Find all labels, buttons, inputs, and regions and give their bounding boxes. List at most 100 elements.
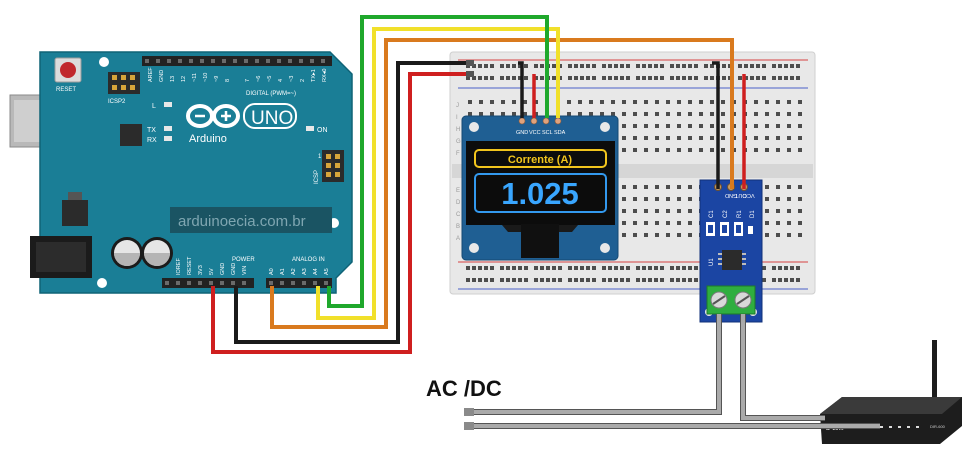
arduino-brand: Arduino bbox=[189, 133, 227, 145]
current-sensor-module: VCC OUT GND C1 C2 R1 D1 U1 bbox=[699, 179, 763, 323]
oled-display-module: GND VCC SCL SDA Corrente (A) 1.025 bbox=[461, 115, 619, 261]
wire-a4-yellow bbox=[316, 27, 560, 320]
pin-label: A4 bbox=[313, 268, 319, 275]
pin-label: RX◂0 bbox=[322, 69, 328, 82]
wires bbox=[211, 15, 880, 430]
pin-label: GND bbox=[231, 263, 237, 275]
sensor-pin-label: VCC bbox=[743, 192, 755, 198]
icsp-header bbox=[322, 150, 344, 182]
uno-badge bbox=[243, 103, 297, 129]
load-wire bbox=[740, 314, 825, 421]
pin-label: 3V3 bbox=[198, 265, 204, 275]
voltage-regulator bbox=[62, 200, 88, 226]
pin-label: 2 bbox=[300, 79, 306, 82]
wire-oled-gnd bbox=[518, 61, 524, 118]
row-letter: H bbox=[456, 127, 460, 133]
analog-label: ANALOG IN bbox=[292, 257, 325, 263]
power-pin-labels: IOREF RESET 3V3 5V GND GND VIN bbox=[176, 256, 248, 275]
smd-components bbox=[706, 222, 753, 236]
wire-gnd-black bbox=[234, 61, 470, 344]
digital-label: DIGITAL (PWM=~) bbox=[246, 91, 296, 97]
pin-label: ~9 bbox=[214, 76, 220, 82]
pin-label: A0 bbox=[269, 268, 275, 275]
pin-label: ~5 bbox=[267, 76, 273, 82]
oled-pin-label: GND bbox=[516, 130, 528, 136]
oled-value: 1.025 bbox=[501, 176, 579, 211]
row-letter: J bbox=[456, 103, 459, 109]
pin-label: 4 bbox=[278, 79, 284, 82]
arduino-uno-board: RESET ICSP2 AREF GND 13 12 ~11 ~10 ~9 8 … bbox=[9, 51, 353, 294]
oled-pin-label: VCC bbox=[529, 130, 541, 136]
atmega-chip bbox=[170, 207, 332, 233]
d1-label: D1 bbox=[750, 210, 756, 218]
r1-label: R1 bbox=[737, 210, 743, 218]
usb-chip bbox=[120, 124, 142, 146]
oled-pin-label: SCL bbox=[542, 130, 553, 136]
wire-a0-orange bbox=[270, 38, 734, 329]
pin-label: TX▸1 bbox=[311, 69, 317, 82]
reset-label: RESET bbox=[56, 87, 76, 93]
u1-label: U1 bbox=[709, 258, 715, 266]
oled-value-box bbox=[474, 173, 607, 213]
router-model: DIR-600 bbox=[930, 424, 946, 429]
pin-label: ~3 bbox=[289, 76, 295, 82]
c1-label: C1 bbox=[709, 210, 715, 218]
icsp-label: ICSP bbox=[314, 170, 320, 184]
router-load: D-Link DIR-600 bbox=[820, 340, 962, 444]
pin-label: A5 bbox=[324, 268, 330, 275]
icsp-pin1-label: 1 bbox=[318, 154, 322, 160]
pin-label: 13 bbox=[170, 76, 176, 82]
tx-led-label: TX bbox=[147, 127, 156, 134]
pin-label: 8 bbox=[225, 79, 231, 82]
pin-label: 5V bbox=[209, 268, 215, 275]
gnd-top-label: GND bbox=[159, 70, 165, 82]
breadboard-row-letters: J I H G F E D C B A bbox=[456, 103, 461, 242]
pin-label: A2 bbox=[291, 268, 297, 275]
row-letter: I bbox=[456, 115, 458, 121]
sensor-pin-label: OUT bbox=[734, 192, 746, 198]
row-letter: F bbox=[456, 151, 460, 157]
pin-label: ~11 bbox=[192, 73, 198, 82]
row-letter: E bbox=[456, 188, 460, 194]
wire-a5-green bbox=[327, 15, 549, 308]
pin-label: A3 bbox=[302, 268, 308, 275]
pin-label: 7 bbox=[245, 79, 251, 82]
oled-ribbon bbox=[521, 224, 559, 258]
acs712-chip bbox=[722, 250, 742, 270]
wire-sensor-gnd bbox=[712, 61, 720, 189]
on-led-label: ON bbox=[317, 127, 328, 134]
oled-title-box bbox=[474, 149, 607, 168]
uno-label: UNO bbox=[251, 108, 293, 129]
row-letter: B bbox=[456, 224, 460, 230]
pin-label: ~6 bbox=[256, 76, 262, 82]
icsp2-label: ICSP2 bbox=[108, 99, 126, 105]
analog-header bbox=[266, 278, 332, 288]
power-label: POWER bbox=[232, 257, 255, 263]
l-led-label: L bbox=[152, 103, 156, 110]
aref-label: AREF bbox=[148, 67, 154, 82]
pin-label: 12 bbox=[181, 76, 187, 82]
row-letter: C bbox=[456, 212, 461, 218]
pin-label: RESET bbox=[187, 256, 193, 275]
power-header bbox=[162, 278, 254, 288]
sensor-pin-label: GND bbox=[725, 192, 737, 198]
row-letter: D bbox=[456, 200, 461, 206]
pin-label: A1 bbox=[280, 268, 286, 275]
pin-label: IOREF bbox=[176, 258, 182, 275]
pin-label: ~10 bbox=[203, 73, 209, 82]
oled-pin-label: SDA bbox=[554, 130, 566, 136]
watermark: arduinoecia.com.br bbox=[178, 213, 306, 230]
ac-dc-label: AC /DC bbox=[426, 376, 502, 401]
c2-label: C2 bbox=[723, 210, 729, 218]
row-letter: G bbox=[456, 139, 461, 145]
oled-title: Corrente (A) bbox=[508, 154, 573, 166]
analog-pin-labels: A0 A1 A2 A3 A4 A5 bbox=[269, 268, 330, 275]
load-wire bbox=[468, 314, 722, 415]
rx-led-label: RX bbox=[147, 137, 157, 144]
pin-label: GND bbox=[220, 263, 226, 275]
pin-label: VIN bbox=[242, 266, 248, 275]
digital-pin-labels: AREF GND 13 12 ~11 ~10 ~9 8 7 ~6 ~5 4 ~3… bbox=[148, 67, 328, 82]
arduino-logo-icon bbox=[186, 104, 240, 128]
row-letter: A bbox=[456, 236, 460, 242]
